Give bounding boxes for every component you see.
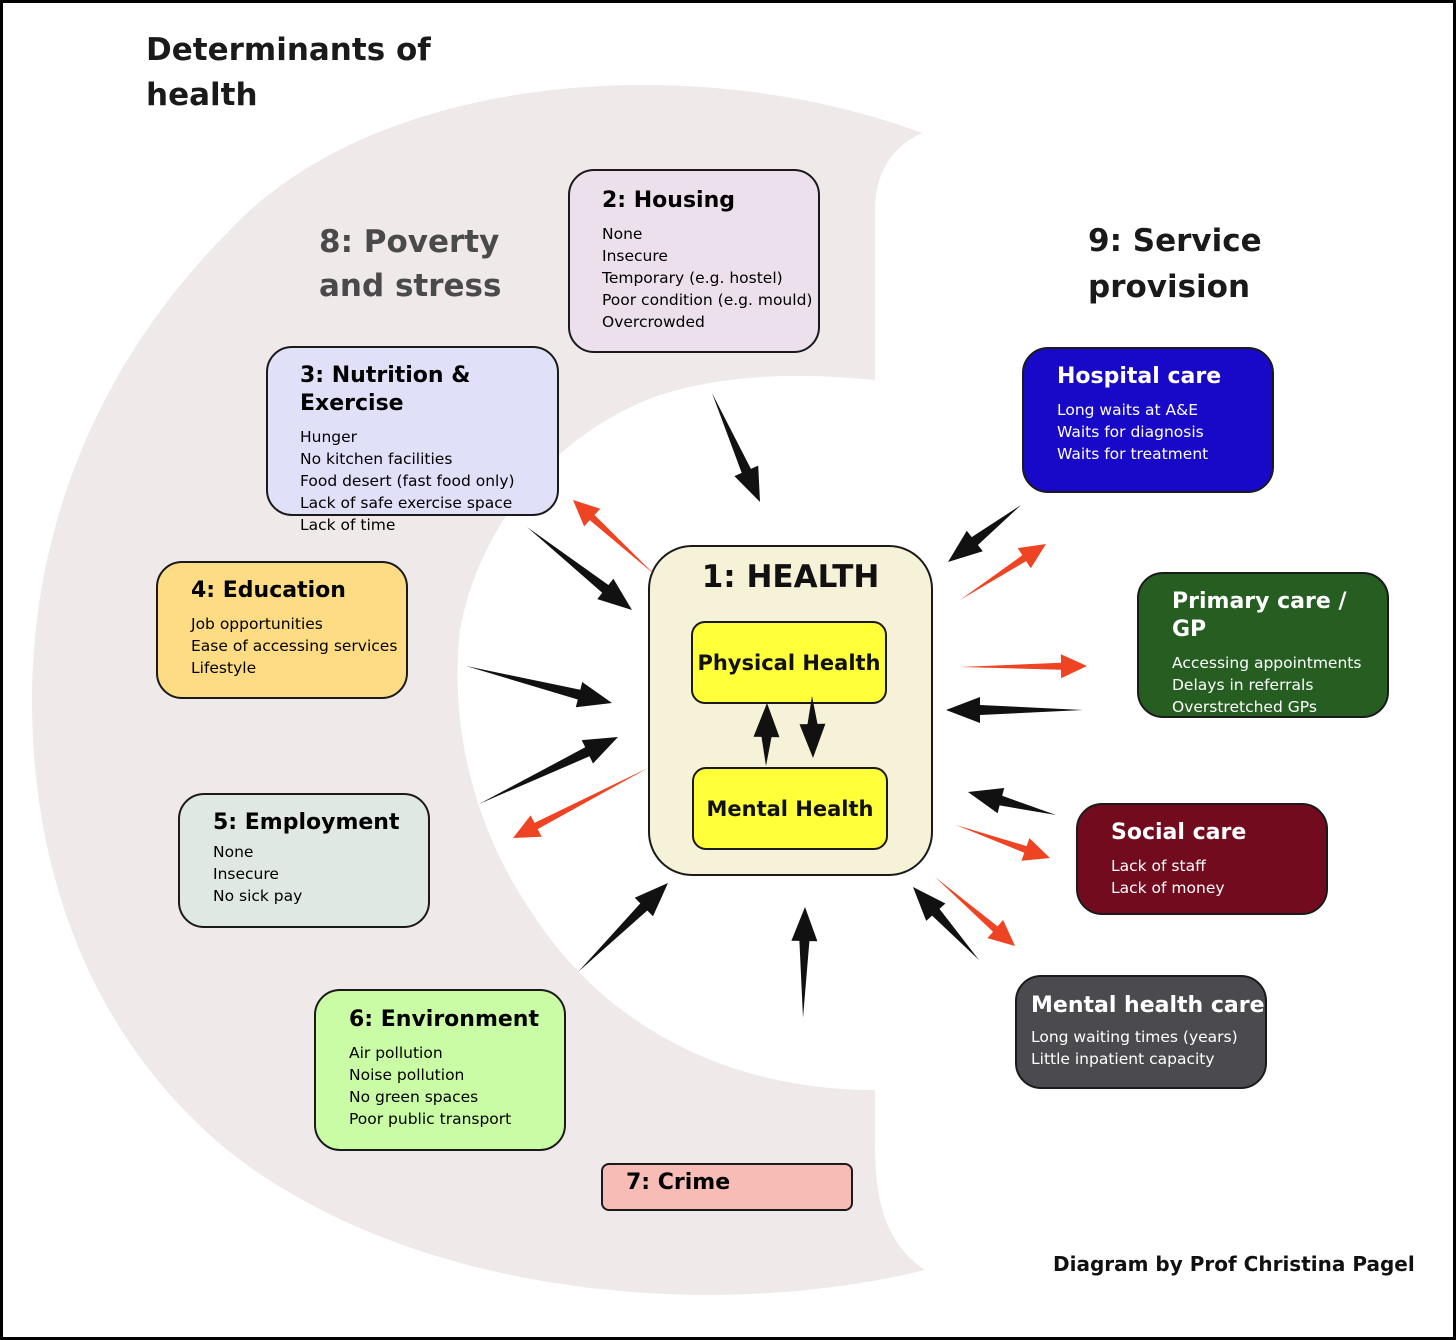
housing-item: None bbox=[602, 225, 643, 243]
employment-title: 5: Employment bbox=[213, 810, 400, 835]
poverty-band bbox=[32, 85, 925, 1295]
mental-health-care-item: Little inpatient capacity bbox=[1031, 1050, 1215, 1068]
hospital-care-item: Waits for diagnosis bbox=[1057, 423, 1204, 441]
primary-care-item: Delays in referrals bbox=[1172, 676, 1314, 694]
crime-title: 7: Crime bbox=[626, 1170, 731, 1195]
employment-item: Insecure bbox=[213, 865, 279, 883]
primary-care-item: Overstretched GPs bbox=[1172, 698, 1317, 716]
credit-text: Diagram by Prof Christina Pagel bbox=[1053, 1252, 1415, 1276]
mental-health-care-box: Mental health care Long waiting times (y… bbox=[1015, 975, 1267, 1089]
environment-item: Noise pollution bbox=[349, 1066, 465, 1084]
housing-box: 2: Housing None Insecure Temporary (e.g.… bbox=[568, 169, 820, 353]
education-box: 4: Education Job opportunities Ease of a… bbox=[156, 561, 408, 699]
social-care-title: Social care bbox=[1111, 820, 1247, 845]
poverty-stress-label: 8: Poverty and stress bbox=[319, 224, 502, 304]
employment-item: None bbox=[213, 843, 254, 861]
primary-care-box: Primary care / GP Accessing appointments… bbox=[1137, 572, 1389, 718]
education-title: 4: Education bbox=[191, 578, 346, 603]
housing-item: Temporary (e.g. hostel) bbox=[602, 269, 783, 287]
mental-health-care-title: Mental health care bbox=[1031, 993, 1265, 1018]
social-care-box: Social care Lack of staff Lack of money bbox=[1076, 803, 1328, 915]
primary-care-title: Primary care / GP bbox=[1172, 589, 1347, 642]
environment-box: 6: Environment Air pollution Noise pollu… bbox=[314, 989, 566, 1151]
social-care-item: Lack of money bbox=[1111, 879, 1225, 897]
environment-item: No green spaces bbox=[349, 1088, 479, 1106]
housing-item: Poor condition (e.g. mould) bbox=[602, 291, 813, 309]
housing-title: 2: Housing bbox=[602, 188, 735, 213]
education-item: Ease of accessing services bbox=[191, 637, 398, 655]
social-care-item: Lack of staff bbox=[1111, 857, 1206, 875]
education-item: Job opportunities bbox=[191, 615, 323, 633]
service-provision-label: 9: Service provision bbox=[1088, 223, 1262, 305]
environment-item: Poor public transport bbox=[349, 1110, 512, 1128]
nutrition-item: Lack of safe exercise space bbox=[300, 494, 513, 512]
nutrition-item: No kitchen facilities bbox=[300, 450, 453, 468]
mental-health-care-item: Long waiting times (years) bbox=[1031, 1028, 1238, 1046]
primary-care-item: Accessing appointments bbox=[1172, 654, 1362, 672]
environment-title: 6: Environment bbox=[349, 1007, 539, 1032]
environment-item: Air pollution bbox=[349, 1044, 443, 1062]
housing-item: Insecure bbox=[602, 247, 668, 265]
nutrition-item: Hunger bbox=[300, 428, 358, 446]
housing-item: Overcrowded bbox=[602, 313, 705, 331]
education-item: Lifestyle bbox=[191, 659, 257, 677]
employment-item: No sick pay bbox=[213, 887, 303, 905]
hospital-care-title: Hospital care bbox=[1057, 364, 1222, 389]
nutrition-item: Lack of time bbox=[300, 516, 396, 534]
hospital-care-box: Hospital care Long waits at A&E Waits fo… bbox=[1022, 347, 1274, 493]
diagram-title: Determinants of health bbox=[146, 32, 431, 113]
nutrition-item: Food desert (fast food only) bbox=[300, 472, 515, 490]
employment-box: 5: Employment None Insecure No sick pay bbox=[178, 793, 430, 928]
health-title: 1: HEALTH bbox=[701, 559, 880, 595]
mental-health-box: Mental Health bbox=[692, 767, 888, 850]
nutrition-exercise-box: 3: Nutrition & Exercise Hunger No kitche… bbox=[266, 346, 559, 534]
nutrition-exercise-title: 3: Nutrition & Exercise bbox=[300, 363, 471, 416]
hospital-care-item: Waits for treatment bbox=[1057, 445, 1209, 463]
physical-health-box: Physical Health bbox=[691, 621, 887, 704]
hospital-care-item: Long waits at A&E bbox=[1057, 401, 1198, 419]
crime-box: 7: Crime bbox=[601, 1163, 853, 1211]
